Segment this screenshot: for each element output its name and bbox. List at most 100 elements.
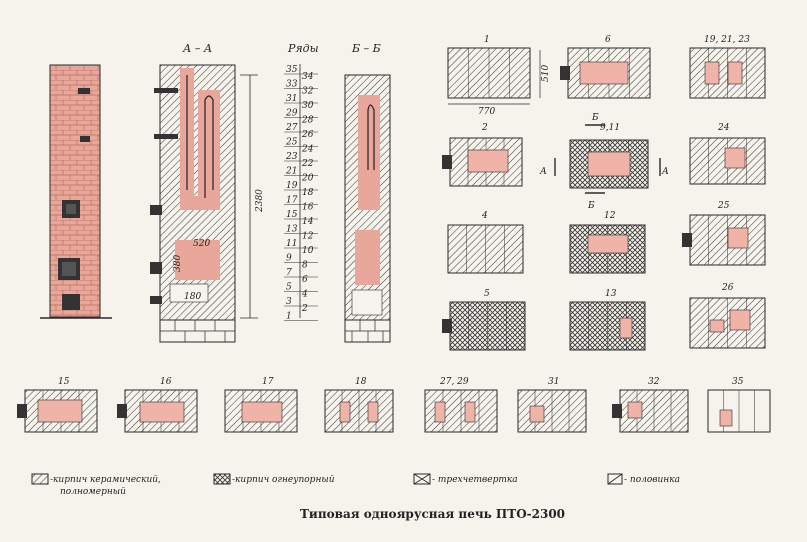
firebox-opening (719, 409, 733, 427)
row-number-left: 33 (286, 80, 298, 90)
cleanout-door-icon (80, 136, 90, 142)
legend-ceramic-2: полномерный (60, 487, 126, 497)
legend-three-quarter: - трехчетвертка (432, 475, 518, 485)
cut-mark-b-top: Б (591, 113, 599, 123)
cut-mark-a-left: А (539, 167, 547, 177)
door-frame-icon (17, 404, 27, 418)
plan-label: 27, 29 (439, 377, 469, 387)
door-a1-icon (150, 205, 162, 215)
legend: -кирпич керамический, полномерный -кирпи… (31, 473, 680, 497)
plan-label: 26 (721, 283, 734, 293)
plan-label: 35 (732, 377, 744, 387)
row-number-left: 11 (286, 239, 297, 249)
row-number-left: 3 (286, 297, 292, 307)
chimney-damper-icon (78, 88, 90, 94)
plan-label: 5 (484, 289, 490, 299)
row-number-right: 34 (302, 72, 314, 82)
rows-column: Ряды 35333129272523211917151311975313432… (284, 42, 319, 322)
firebox-opening (587, 151, 631, 177)
plan-label: 1 (484, 35, 490, 45)
firebox-opening (139, 401, 185, 423)
row-number-left: 17 (286, 196, 298, 206)
legend-half: - половинка (624, 475, 680, 485)
door-frame-icon (442, 319, 452, 333)
firebox-opening (587, 234, 629, 254)
plan-label: 2 (481, 123, 488, 133)
plan-label: 6 (605, 35, 611, 45)
plan-label: 32 (648, 377, 660, 387)
row-number-right: 32 (302, 87, 314, 97)
plan-label: 13 (605, 289, 617, 299)
plan-1-dims: 770 510 (448, 50, 551, 117)
plan-label: 19, 21, 23 (704, 35, 750, 45)
plan-label: 9,11 (600, 123, 620, 133)
row-number-right: 6 (302, 275, 308, 285)
plan-label: 16 (160, 377, 172, 387)
front-elevation (40, 64, 112, 319)
dim-770: 770 (478, 107, 495, 117)
row-number-left: 31 (286, 94, 297, 104)
dim-520: 520 (193, 239, 210, 249)
door-frame-icon (117, 404, 127, 418)
row-number-left: 9 (286, 254, 292, 264)
cut-mark-b-bottom: Б (587, 201, 595, 211)
rows-title: Ряды (287, 42, 319, 55)
row-number-right: 26 (301, 130, 314, 140)
dim-380: 380 (173, 255, 183, 272)
row-number-right: 8 (302, 261, 308, 271)
row-number-right: 28 (301, 116, 314, 126)
row-number-right: 14 (302, 217, 314, 227)
plan-label: 12 (604, 211, 616, 221)
row-number-left: 13 (286, 225, 298, 235)
ash-door-icon (62, 294, 80, 310)
plan-label: 18 (355, 377, 367, 387)
firebox-opening (729, 309, 751, 331)
row-number-left: 35 (286, 65, 298, 75)
firebox-opening (434, 401, 446, 423)
damper-icon (154, 88, 178, 93)
row-number-right: 22 (301, 159, 314, 169)
firebox-opening (704, 61, 720, 85)
plan-label: 25 (717, 201, 730, 211)
cut-marks: Б Б А А (539, 113, 669, 211)
legend-refractory: -кирпич огнеупорный (232, 475, 335, 485)
firebox-opening (367, 401, 379, 423)
legend-swatch-refractory (213, 473, 231, 485)
row-number-left: 27 (285, 123, 298, 133)
firebox-opening (467, 149, 509, 173)
damper2-icon (154, 134, 178, 139)
firebox-opening (727, 227, 749, 249)
firebox-opening (724, 147, 746, 169)
section-a-a: А – А 520 380 180 (150, 42, 236, 343)
row-number-right: 12 (302, 232, 314, 242)
height-dimension: 2380 (240, 74, 265, 319)
row-number-left: 15 (286, 210, 298, 220)
row-number-right: 4 (301, 290, 308, 300)
row-number-left: 7 (286, 268, 292, 278)
dim-510: 510 (541, 65, 551, 82)
legend-ceramic: -кирпич керамический, (50, 475, 161, 485)
door-frame-icon (612, 404, 622, 418)
row-number-right: 30 (302, 101, 314, 111)
row-number-right: 10 (302, 246, 314, 256)
firebox-opening (709, 319, 725, 333)
firebox-opening (627, 401, 643, 419)
firebox-opening (241, 401, 283, 423)
plan-label: 24 (717, 123, 730, 133)
row-number-right: 2 (301, 304, 308, 314)
firebox-opening (727, 61, 743, 85)
row-number-left: 5 (286, 283, 292, 293)
row-number-left: 1 (286, 312, 292, 322)
row-number-left: 29 (285, 109, 298, 119)
row-number-left: 21 (285, 167, 297, 177)
firebox-opening (579, 61, 629, 85)
row-number-right: 18 (302, 188, 314, 198)
row-number-right: 24 (301, 145, 314, 155)
caption: Типовая одноярусная печь ПТО-2300 (300, 507, 565, 521)
firebox-opening (37, 399, 83, 423)
door-frame-icon (442, 155, 452, 169)
firebox-opening (529, 405, 545, 423)
plan-label: 15 (58, 377, 70, 387)
